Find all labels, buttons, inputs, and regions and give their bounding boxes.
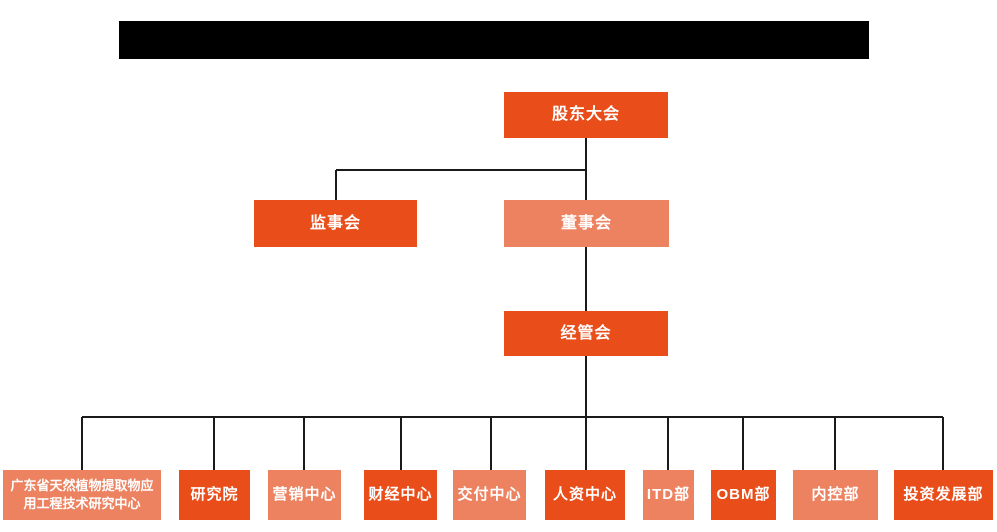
org-node-label: 财经中心	[368, 485, 433, 503]
org-node-label: 广东省天然植物提取物应用工程技术研究中心	[10, 478, 154, 511]
org-node-label: 营销中心	[272, 485, 337, 503]
org-node-delivery-center: 交付中心	[453, 470, 526, 520]
org-node-label: 投资发展部	[903, 485, 984, 503]
org-node-finance-center: 财经中心	[364, 470, 437, 520]
org-node-board-of-directors: 董事会	[504, 200, 669, 247]
org-node-label: 人资中心	[552, 485, 617, 503]
org-node-obm-department: OBM部	[711, 470, 776, 520]
org-node-research-institute: 研究院	[179, 470, 250, 520]
org-node-label: 研究院	[190, 485, 239, 503]
org-node-guangdong-research-center: 广东省天然植物提取物应用工程技术研究中心	[3, 470, 161, 520]
redacted-title-bar	[119, 21, 869, 59]
org-node-marketing-center: 营销中心	[268, 470, 341, 520]
org-node-investment-development-department: 投资发展部	[894, 470, 993, 520]
org-node-management-committee: 经管会	[504, 311, 668, 356]
org-node-itd-department: ITD部	[643, 470, 694, 520]
connector-path	[81, 138, 944, 470]
org-node-label: 监事会	[309, 214, 361, 232]
org-node-label: 经管会	[560, 324, 612, 342]
org-node-label: 股东大会	[551, 106, 620, 124]
org-node-label: 交付中心	[457, 485, 522, 503]
org-node-label: 董事会	[560, 214, 612, 232]
org-node-label: 内控部	[811, 485, 860, 503]
org-node-hr-center: 人资中心	[545, 470, 625, 520]
org-node-label: ITD部	[646, 485, 691, 503]
org-node-shareholders-meeting: 股东大会	[504, 92, 668, 138]
org-node-supervisory-board: 监事会	[254, 200, 417, 247]
org-node-internal-control-department: 内控部	[793, 470, 878, 520]
org-node-label: OBM部	[716, 485, 771, 503]
